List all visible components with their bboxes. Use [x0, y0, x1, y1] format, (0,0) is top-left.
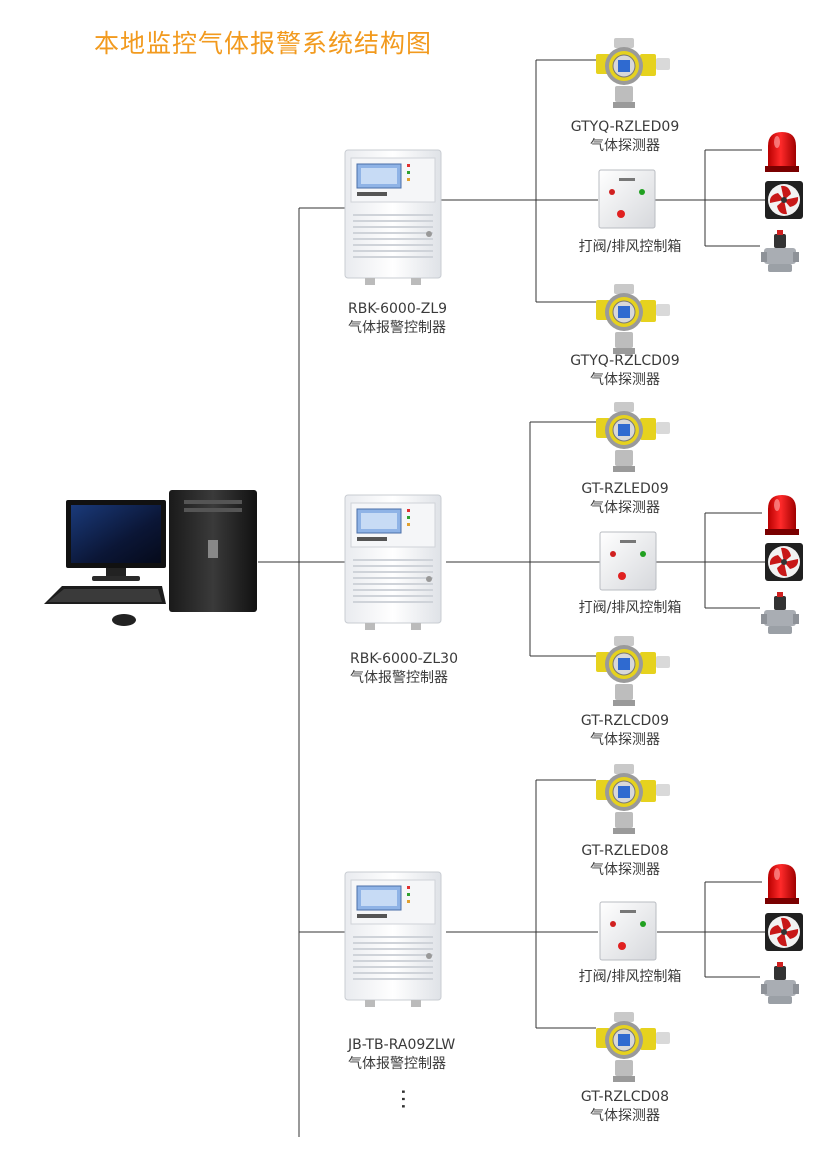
detector-label: GTYQ-RZLED09 气体探测器 [565, 118, 685, 156]
control-box-label: 打阀/排风控制箱 [578, 969, 682, 985]
detector-icon [595, 37, 671, 109]
diagram-title: 本地监控气体报警系统结构图 [94, 29, 433, 58]
controller-icon [344, 871, 442, 1008]
control-box-label: 打阀/排风控制箱 [578, 600, 682, 616]
detector-model: GT-RZLED08 [581, 843, 669, 859]
connection-lines [258, 59, 765, 1137]
fan-icon [765, 543, 803, 581]
detector-icon [595, 1011, 671, 1083]
controller-label: JB-TB-RA09ZLW 气体报警控制器 [348, 1036, 455, 1074]
controller-desc: 气体报警控制器 [350, 670, 448, 686]
controller-model: RBK-6000-ZL9 [348, 301, 448, 317]
control-box-icon [599, 531, 657, 591]
controller-desc: 气体报警控制器 [348, 1056, 446, 1072]
valve-icon [761, 962, 799, 1004]
detector-icon [595, 283, 671, 355]
valve-icon [761, 230, 799, 272]
detector-label: GT-RZLCD08 气体探测器 [565, 1088, 685, 1126]
ellipsis: … [396, 1088, 421, 1106]
fan-icon [765, 181, 803, 219]
alarm-light-icon [765, 132, 799, 172]
detector-label: GT-RZLED09 气体探测器 [565, 480, 685, 518]
alarm-light-icon [765, 495, 799, 535]
detector-model: GT-RZLCD09 [580, 713, 670, 729]
detector-label: GT-RZLCD09 气体探测器 [565, 712, 685, 750]
controller-label: RBK-6000-ZL30 气体报警控制器 [350, 650, 458, 688]
detector-desc: 气体探测器 [590, 372, 660, 388]
detector-icon [595, 635, 671, 707]
controller-desc: 气体报警控制器 [348, 320, 446, 336]
detector-desc: 气体探测器 [590, 1108, 660, 1124]
fan-icon [765, 913, 803, 951]
detector-desc: 气体探测器 [590, 500, 660, 516]
controller-model: JB-TB-RA09ZLW [348, 1037, 456, 1053]
alarm-light-icon [765, 864, 799, 904]
control-box-icon [599, 901, 657, 961]
detector-model: GTYQ-RZLCD09 [570, 353, 680, 369]
control-box-label: 打阀/排风控制箱 [578, 239, 682, 255]
controller-icon [344, 149, 442, 286]
detector-label: GTYQ-RZLCD09 气体探测器 [565, 352, 685, 390]
valve-icon [761, 592, 799, 634]
control-box-icon [598, 169, 656, 229]
detector-label: GT-RZLED08 气体探测器 [565, 842, 685, 880]
detector-icon [595, 763, 671, 835]
controller-model: RBK-6000-ZL30 [350, 651, 458, 667]
detector-model: GT-RZLED09 [581, 481, 669, 497]
detector-desc: 气体探测器 [590, 138, 660, 154]
detector-icon [595, 401, 671, 473]
controller-icon [344, 494, 442, 631]
computer-icon [44, 490, 257, 626]
detector-model: GT-RZLCD08 [580, 1089, 670, 1105]
detector-desc: 气体探测器 [590, 732, 660, 748]
detector-desc: 气体探测器 [590, 862, 660, 878]
detector-model: GTYQ-RZLED09 [570, 119, 680, 135]
controller-label: RBK-6000-ZL9 气体报警控制器 [348, 300, 447, 338]
